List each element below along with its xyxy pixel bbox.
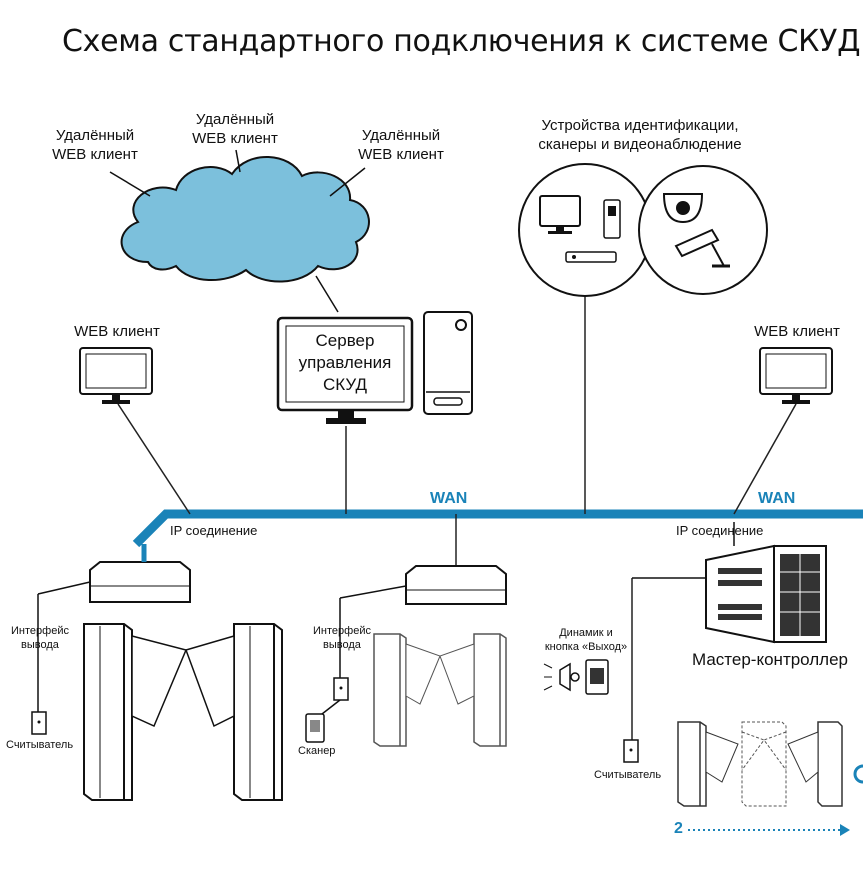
interface-output-label: Интерфейс вывода bbox=[313, 625, 371, 651]
turnstile-icon bbox=[373, 633, 507, 747]
reader-icon bbox=[623, 739, 639, 763]
system-unit-icon bbox=[423, 311, 473, 415]
cloud-connectors bbox=[109, 149, 366, 313]
turnstile-dashed-icon bbox=[741, 721, 787, 807]
identification-devices-icon bbox=[518, 163, 652, 297]
reader-icon bbox=[31, 711, 47, 735]
turnstile-icon bbox=[677, 721, 843, 807]
exit-button-icon bbox=[585, 659, 609, 695]
speaker-button-label: Динамик и кнопка «Выход» bbox=[544, 627, 628, 653]
devices-label: Устройства идентификации, сканеры и виде… bbox=[538, 117, 742, 153]
scanner-label: Сканер bbox=[298, 745, 336, 757]
web-client-right-label: WEB клиент bbox=[754, 323, 840, 340]
reader-icon bbox=[333, 677, 349, 701]
interface-output-label: Интерфейс вывода bbox=[11, 625, 69, 651]
remote-web-client-label: Удалённый WEB клиент bbox=[52, 127, 138, 163]
server-monitor-icon bbox=[276, 316, 414, 424]
controller-box-icon bbox=[89, 561, 191, 603]
controller-box-icon bbox=[405, 565, 507, 605]
reader-label: Считыватель bbox=[594, 769, 662, 781]
scanner-icon bbox=[305, 713, 325, 743]
cloud-icon bbox=[120, 156, 370, 283]
ip-connection-left-label: IP соединение bbox=[170, 523, 258, 538]
partial-circle-icon bbox=[853, 764, 863, 784]
remote-web-client-label: Удалённый WEB клиент bbox=[358, 127, 444, 163]
remote-web-client-label: Удалённый WEB клиент bbox=[192, 111, 278, 147]
web-client-monitor-icon bbox=[759, 347, 833, 404]
speaker-icon bbox=[543, 662, 580, 692]
step-number: 2 bbox=[674, 820, 683, 837]
web-client-left-label: WEB клиент bbox=[74, 323, 160, 340]
wan-left-label: WAN bbox=[430, 490, 468, 507]
wan-network-line bbox=[132, 509, 863, 548]
master-controller-label: Мастер-контроллер bbox=[692, 650, 849, 669]
master-controller-icon bbox=[705, 544, 827, 644]
network-connections bbox=[117, 294, 797, 740]
turnstile-icon bbox=[83, 623, 283, 801]
ip-connection-right-label: IP соединение bbox=[676, 523, 764, 538]
video-surveillance-icon bbox=[638, 165, 768, 295]
direction-arrow-icon bbox=[688, 824, 850, 836]
server-label: Сервер управления СКУД bbox=[298, 331, 392, 394]
web-client-monitor-icon bbox=[79, 347, 153, 404]
reader-label: Считыватель bbox=[6, 739, 74, 751]
wan-right-label: WAN bbox=[758, 490, 796, 507]
diagram-title: Схема стандартного подключения к системе… bbox=[62, 24, 861, 59]
